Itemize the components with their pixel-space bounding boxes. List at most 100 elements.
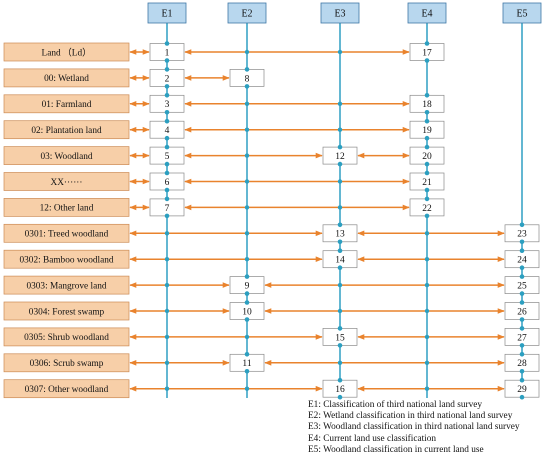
row-1: 00: Wetland (3, 68, 130, 88)
category-box (3, 327, 130, 347)
row-3: 02: Plantation land (3, 120, 130, 140)
crossing-dot (337, 179, 343, 184)
category-label: 12: Other land (40, 204, 94, 214)
code-label: 28 (517, 359, 527, 369)
code-box-12: 12 (322, 146, 358, 165)
category-box (3, 223, 130, 243)
box-bottom-dot (164, 110, 170, 115)
code-label: 7 (165, 204, 170, 214)
legend-e5: E5: Woodland classification in current l… (308, 444, 484, 455)
row-10: 0304: Forest swamp (3, 301, 130, 321)
category-box (3, 94, 130, 114)
column-header-label: E2 (241, 9, 252, 20)
box-bottom-dot (244, 291, 250, 296)
code-box-1: 1 (149, 43, 185, 61)
crossing-dot (337, 205, 343, 210)
box-top-dot (424, 93, 430, 98)
crossing-dot (164, 257, 170, 262)
code-box-29: 29 (504, 379, 540, 398)
box-top-dot (164, 196, 170, 202)
crossing-dot (164, 282, 170, 288)
code-label: 14 (335, 256, 345, 266)
code-box-5: 5 (149, 146, 185, 165)
row-0: Land （Ld） (3, 42, 130, 62)
code-box-27: 27 (504, 328, 540, 346)
category-box (3, 301, 130, 321)
code-box-18: 18 (409, 94, 445, 113)
crossing-dot (337, 308, 343, 314)
box-top-dot (244, 300, 250, 305)
crossing-dot (424, 360, 430, 365)
crossing-dot (424, 282, 430, 288)
crossing-dot (164, 360, 170, 365)
code-box-14: 14 (322, 250, 358, 269)
box-bottom-dot (244, 317, 250, 322)
code-label: 23 (517, 230, 527, 240)
box-bottom-dot (337, 394, 343, 400)
row-12: 0306: Scrub swamp (3, 353, 130, 373)
code-label: 19 (422, 126, 432, 136)
box-bottom-dot (337, 161, 343, 167)
code-box-10: 10 (229, 302, 265, 320)
box-bottom-dot (424, 58, 430, 63)
category-label: 0305: Shrub woodland (24, 333, 109, 343)
code-label: 26 (517, 307, 527, 317)
box-bottom-dot (424, 161, 430, 167)
box-bottom-dot (519, 317, 525, 322)
code-box-28: 28 (504, 353, 540, 372)
crossing-dot (164, 308, 170, 314)
code-box-13: 13 (322, 224, 358, 243)
crossing-dot (244, 179, 250, 184)
box-bottom-dot (337, 343, 343, 348)
code-label: 27 (517, 333, 527, 343)
code-box-22: 22 (409, 198, 445, 217)
code-label: 29 (517, 385, 527, 395)
box-top-dot (424, 41, 430, 46)
box-bottom-dot (164, 58, 170, 63)
box-top-dot (164, 67, 170, 72)
box-bottom-dot (424, 213, 430, 219)
crossing-dot (164, 386, 170, 391)
code-label: 9 (245, 282, 250, 292)
crossing-dot (244, 334, 250, 340)
crossing-dot (424, 334, 430, 340)
column-header-e5: E5 (502, 2, 542, 24)
row-2: 01: Farmland (3, 94, 130, 114)
crossing-dot (244, 257, 250, 262)
category-box (3, 146, 130, 165)
box-bottom-dot (519, 265, 525, 271)
crossing-dot (337, 282, 343, 288)
row-4: 03: Woodland (3, 146, 130, 165)
box-bottom-dot (424, 187, 430, 193)
crossing-dot (337, 360, 343, 365)
category-box (3, 249, 130, 269)
code-box-23: 23 (504, 224, 540, 243)
box-top-dot (164, 144, 170, 150)
column-header-e4: E4 (407, 2, 447, 24)
box-top-dot (244, 274, 250, 279)
box-top-dot (337, 144, 343, 150)
box-bottom-dot (164, 161, 170, 167)
legend-e1: E1: Classification of third national lan… (308, 400, 483, 410)
category-label: XX······ (50, 178, 82, 188)
code-box-21: 21 (409, 172, 445, 191)
category-label: 03: Woodland (40, 152, 92, 162)
category-box (3, 120, 130, 140)
box-top-dot (164, 41, 170, 46)
code-box-16: 16 (322, 379, 358, 398)
code-label: 8 (245, 74, 250, 84)
category-label: 0302: Bamboo woodland (20, 256, 114, 266)
crossing-dot (424, 257, 430, 262)
category-label: 0301: Treed woodland (25, 230, 109, 240)
box-bottom-dot (164, 84, 170, 89)
crossing-dot (424, 386, 430, 391)
crossing-dot (337, 127, 343, 132)
category-label: Land （Ld） (42, 47, 92, 58)
code-label: 4 (165, 126, 170, 136)
box-top-dot (337, 248, 343, 253)
box-top-dot (337, 377, 343, 383)
box-bottom-dot (337, 239, 343, 245)
row-8: 0302: Bamboo woodland (3, 249, 130, 269)
row-13: 0307: Other woodland (3, 379, 130, 399)
